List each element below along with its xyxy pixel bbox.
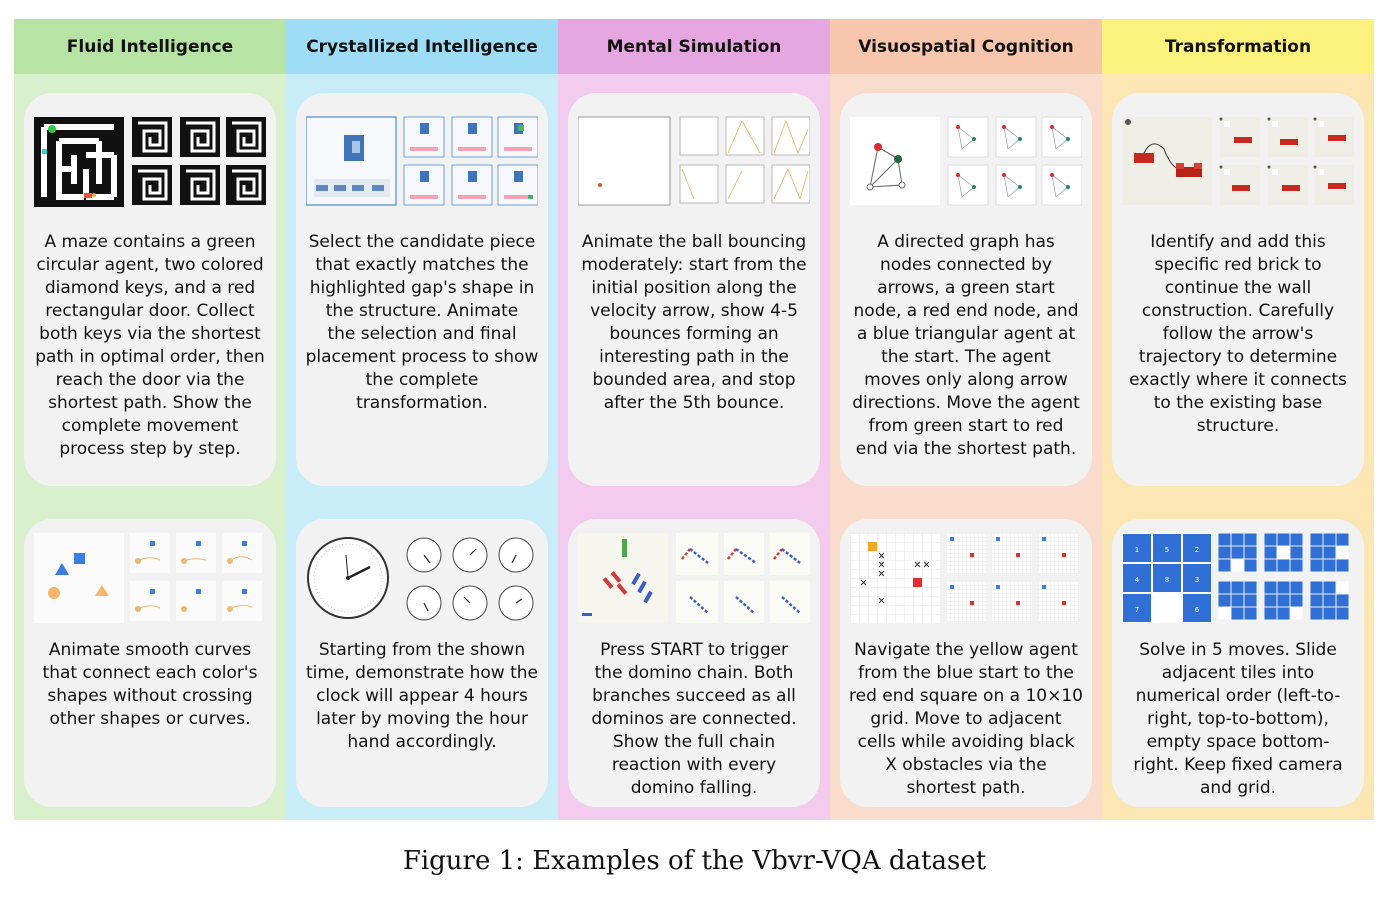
bounce-main-image bbox=[578, 116, 671, 206]
puzzle-tile-label: 8 bbox=[1165, 576, 1169, 584]
bounce-small-images bbox=[679, 116, 810, 204]
example-card-top: Identify and add this specific red brick… bbox=[1112, 93, 1364, 486]
example-description: Animate smooth curves that connect each … bbox=[42, 640, 258, 729]
column-crystallized-intelligence: Crystallized Intelligence bbox=[286, 19, 558, 820]
curve-thumbnails bbox=[34, 533, 266, 623]
figure: Fluid Intelligence bbox=[14, 19, 1374, 820]
example-description: Navigate the yellow agent from the blue … bbox=[849, 640, 1083, 798]
column-header: Transformation bbox=[1102, 19, 1374, 74]
example-description: Press START to trigger the domino chain.… bbox=[591, 640, 797, 798]
puzzle-tile-label: 4 bbox=[1135, 576, 1140, 584]
brick-main-image bbox=[1122, 117, 1212, 205]
slide-puzzle-main-image: 1 5 2 4 8 3 7 6 bbox=[1122, 533, 1212, 623]
brick-small-images bbox=[1220, 117, 1354, 205]
clock-main-image bbox=[307, 537, 389, 619]
domino-small-images bbox=[676, 533, 810, 623]
slide-puzzle-thumbnails: 1 5 2 4 8 3 7 6 bbox=[1122, 533, 1354, 623]
example-card-bottom: Navigate the yellow agent from the blue … bbox=[840, 519, 1092, 807]
example-description: Select the candidate piece that exactly … bbox=[305, 232, 539, 413]
puzzle-tile-label: 1 bbox=[1135, 546, 1139, 554]
piece-thumbnails bbox=[306, 109, 538, 209]
graph-small-images bbox=[947, 116, 1082, 206]
example-description: A maze contains a green circular agent, … bbox=[35, 232, 265, 459]
bounce-thumbnails bbox=[578, 109, 810, 209]
puzzle-tile-label: 3 bbox=[1195, 576, 1199, 584]
puzzle-tile bbox=[1183, 534, 1211, 562]
maze-main-image bbox=[34, 117, 124, 207]
grid-small-images bbox=[946, 533, 1078, 621]
example-card-bottom: Animate smooth curves that connect each … bbox=[24, 519, 276, 807]
puzzle-tile-label: 5 bbox=[1165, 546, 1169, 554]
maze-thumbnails bbox=[34, 109, 266, 209]
example-card-top: Select the candidate piece that exactly … bbox=[296, 93, 548, 486]
puzzle-tile bbox=[1183, 564, 1211, 592]
puzzle-tile-label: 7 bbox=[1135, 606, 1139, 614]
clock-thumbnails bbox=[306, 533, 538, 623]
figure-caption: Figure 1: Examples of the Vbvr-VQA datas… bbox=[402, 846, 987, 876]
column-fluid-intelligence: Fluid Intelligence bbox=[14, 19, 286, 820]
column-transformation: Transformation bbox=[1102, 19, 1374, 820]
column-visuospatial-cognition: Visuospatial Cognition bbox=[830, 19, 1102, 820]
shapes-small-images bbox=[130, 533, 262, 621]
example-description: Starting from the shown time, demonstrat… bbox=[305, 640, 539, 752]
puzzle-tile bbox=[1123, 594, 1151, 622]
column-header: Mental Simulation bbox=[558, 19, 830, 74]
puzzle-tile bbox=[1123, 534, 1151, 562]
column-header: Fluid Intelligence bbox=[14, 19, 286, 74]
domino-main-image bbox=[578, 533, 668, 623]
graph-thumbnails bbox=[850, 109, 1082, 209]
example-card-top: A maze contains a green circular agent, … bbox=[24, 93, 276, 486]
domino-thumbnails bbox=[578, 533, 810, 623]
graph-main-image bbox=[850, 117, 940, 205]
puzzle-tile-label: 6 bbox=[1195, 606, 1200, 614]
puzzle-tile-label: 2 bbox=[1195, 546, 1199, 554]
example-card-bottom: Press START to trigger the domino chain.… bbox=[568, 519, 820, 807]
puzzle-tile bbox=[1153, 534, 1181, 562]
puzzle-tile bbox=[1153, 564, 1181, 592]
slide-puzzle-small-images bbox=[1218, 533, 1349, 620]
puzzle-tile bbox=[1153, 594, 1181, 622]
example-description: A directed graph has nodes connected by … bbox=[852, 232, 1080, 459]
example-description: Solve in 5 moves. Slide adjacent tiles i… bbox=[1133, 640, 1343, 798]
example-description: Animate the ball bouncing moderately: st… bbox=[581, 232, 807, 413]
shapes-main-image bbox=[34, 533, 124, 623]
puzzle-tile bbox=[1123, 564, 1151, 592]
example-card-bottom: Starting from the shown time, demonstrat… bbox=[296, 519, 548, 807]
example-card-bottom: 1 5 2 4 8 3 7 6 Solve in 5 moves. Slide adjacen… bbox=[1112, 519, 1364, 807]
column-header: Visuospatial Cognition bbox=[830, 19, 1102, 74]
column-mental-simulation: Mental Simulation bbox=[558, 19, 830, 820]
grid-thumbnails bbox=[850, 533, 1082, 623]
example-description: Identify and add this specific red brick… bbox=[1129, 232, 1347, 436]
structure-main-image bbox=[306, 116, 397, 206]
column-header: Crystallized Intelligence bbox=[286, 19, 558, 74]
grid-main-image bbox=[850, 533, 940, 623]
example-card-top: A directed graph has nodes connected by … bbox=[840, 93, 1092, 486]
puzzle-tile bbox=[1183, 594, 1211, 622]
brick-thumbnails bbox=[1122, 109, 1354, 209]
example-card-top: Animate the ball bouncing moderately: st… bbox=[568, 93, 820, 486]
